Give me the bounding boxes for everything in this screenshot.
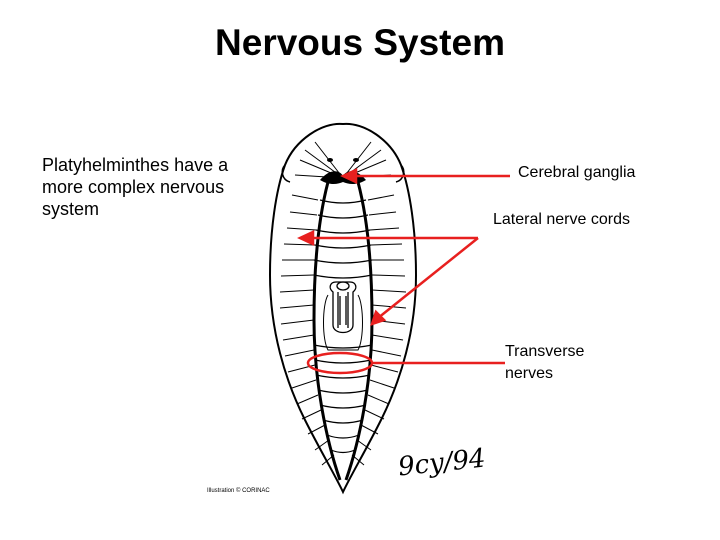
label-cerebral-ganglia: Cerebral ganglia [518, 164, 636, 181]
label-transverse-nerves: Transverse nerves [505, 343, 585, 382]
transverse-pointer-1 [377, 237, 479, 319]
cerebral-ganglia-arrowhead [340, 168, 358, 184]
transverse-nerve-rungs [313, 199, 373, 454]
page-title: Nervous System [215, 22, 505, 63]
annotation-pointers [297, 168, 510, 365]
illustration-credit: Illustration © CORINAC [207, 488, 270, 494]
transverse-arrowhead [370, 309, 387, 326]
label-lateral-nerve-cords: Lateral nerve cords [493, 211, 630, 228]
transverse-nerves-circle [306, 351, 374, 375]
planaria-auricle-left [281, 164, 291, 183]
pharynx [329, 281, 357, 334]
bullet-text: Platyhelminthes have a more complex nerv… [42, 155, 229, 219]
planaria-auricle-right [395, 164, 405, 183]
lateral-cord-arrowhead [297, 230, 315, 246]
pharyngeal-pouch [323, 294, 363, 351]
planaria-body-outline [268, 122, 418, 495]
head-nerve-fibres [294, 141, 392, 179]
